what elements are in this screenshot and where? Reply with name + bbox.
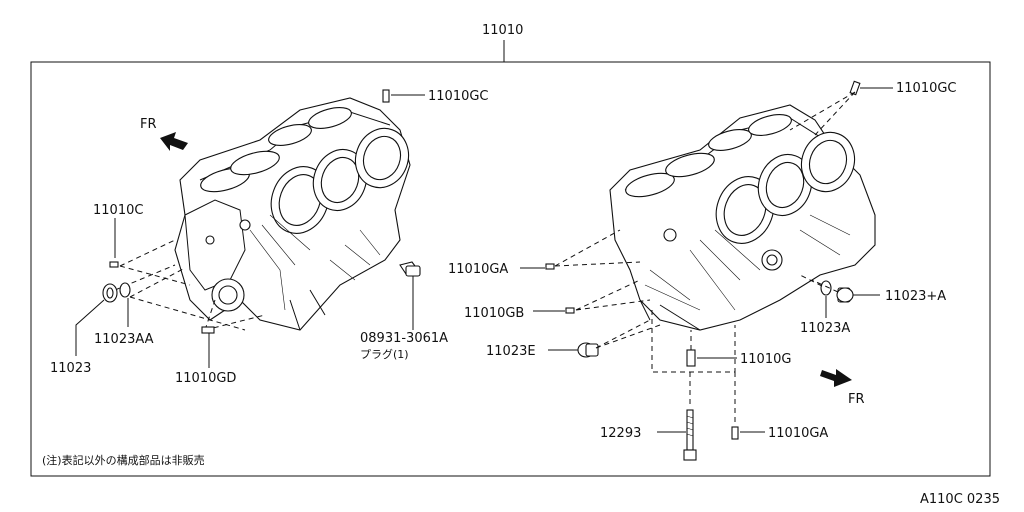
label-right-12293: 12293: [600, 426, 641, 441]
label-right-11010gc: 11010GC: [896, 81, 957, 96]
label-left-11010gd: 11010GD: [175, 371, 236, 386]
figure-code: A110C 0235: [920, 492, 1000, 507]
right-washer-11023a: [820, 280, 832, 296]
fr-label-right: FR: [848, 392, 865, 407]
assembly-part-number: 11010: [482, 23, 523, 38]
fr-label-left: FR: [140, 117, 157, 132]
right-plug-11023e: [577, 342, 599, 358]
fr-arrow-right: [820, 369, 852, 387]
label-right-11010gb: 11010GB: [464, 306, 524, 321]
right-plug-11023a: [836, 287, 854, 303]
label-left-11023: 11023: [50, 361, 91, 376]
label-right-11023a: 11023A: [800, 321, 850, 336]
left-plug-11023: [102, 283, 118, 303]
left-gc-dowel: [382, 89, 390, 103]
label-left-11010gc: 11010GC: [428, 89, 489, 104]
label-left-11010c: 11010C: [93, 203, 143, 218]
label-right-11023-plus-a: 11023+A: [885, 289, 946, 304]
label-plug-part: 08931-3061A: [360, 331, 448, 346]
left-cylinder-block: [174, 97, 411, 331]
diagram-frame: [30, 61, 991, 477]
left-plug: [399, 261, 421, 277]
right-cylinder-block: [609, 104, 876, 331]
label-right-11010ga-top: 11010GA: [448, 262, 508, 277]
label-right-11010g: 11010G: [740, 352, 791, 367]
label-left-11023aa: 11023AA: [94, 332, 154, 347]
fr-arrow-left: [160, 132, 188, 151]
left-washer-11023aa: [119, 282, 131, 298]
label-right-11010ga-bottom: 11010GA: [768, 426, 828, 441]
label-right-11023e: 11023E: [486, 344, 536, 359]
right-bolt-12293: [683, 409, 697, 461]
label-plug-desc: プラグ(1): [360, 347, 409, 361]
footnote: (注)表記以外の構成部品は非販売: [42, 453, 205, 467]
